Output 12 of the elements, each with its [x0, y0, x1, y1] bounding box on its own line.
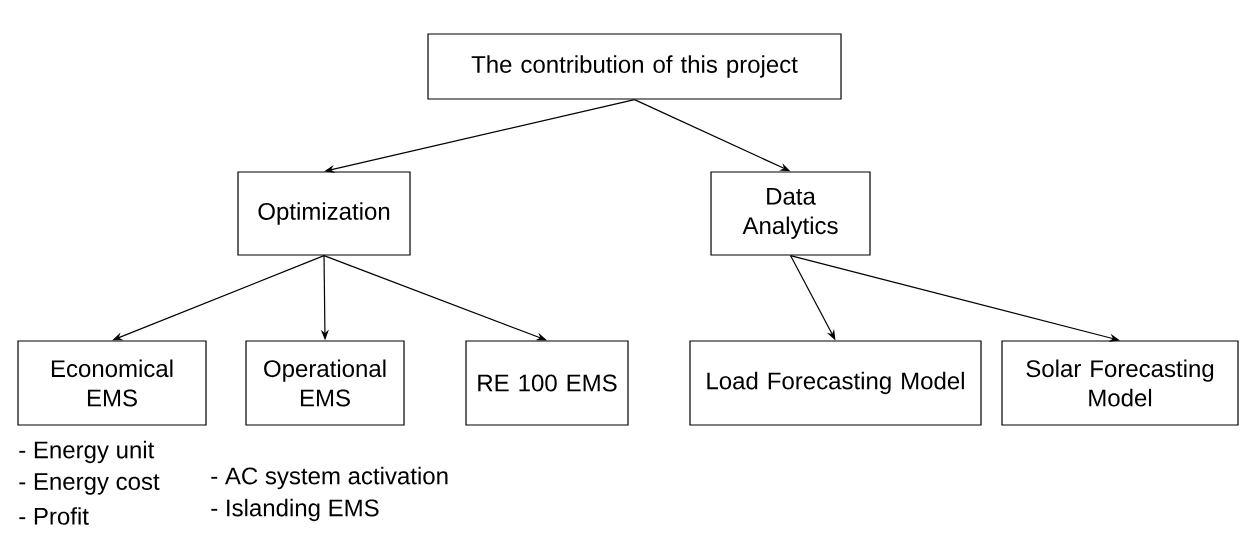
process-box: Operational EMS [245, 340, 405, 426]
process-box: Economical EMS [17, 340, 207, 426]
note-text: - AC system activation [211, 466, 448, 490]
process-box: Load Forecasting Model [689, 340, 982, 426]
process-box: The contribution of this project [427, 33, 842, 100]
process-box: Solar Forecasting Model [1001, 340, 1239, 426]
process-box: RE 100 EMS [465, 340, 629, 426]
process-box: Optimization [237, 171, 411, 256]
note-text: - Energy cost [19, 473, 160, 495]
note-text: - Islanding EMS [211, 498, 379, 522]
process-box: Data Analytics [710, 171, 871, 256]
note-text: - Profit [19, 507, 89, 525]
